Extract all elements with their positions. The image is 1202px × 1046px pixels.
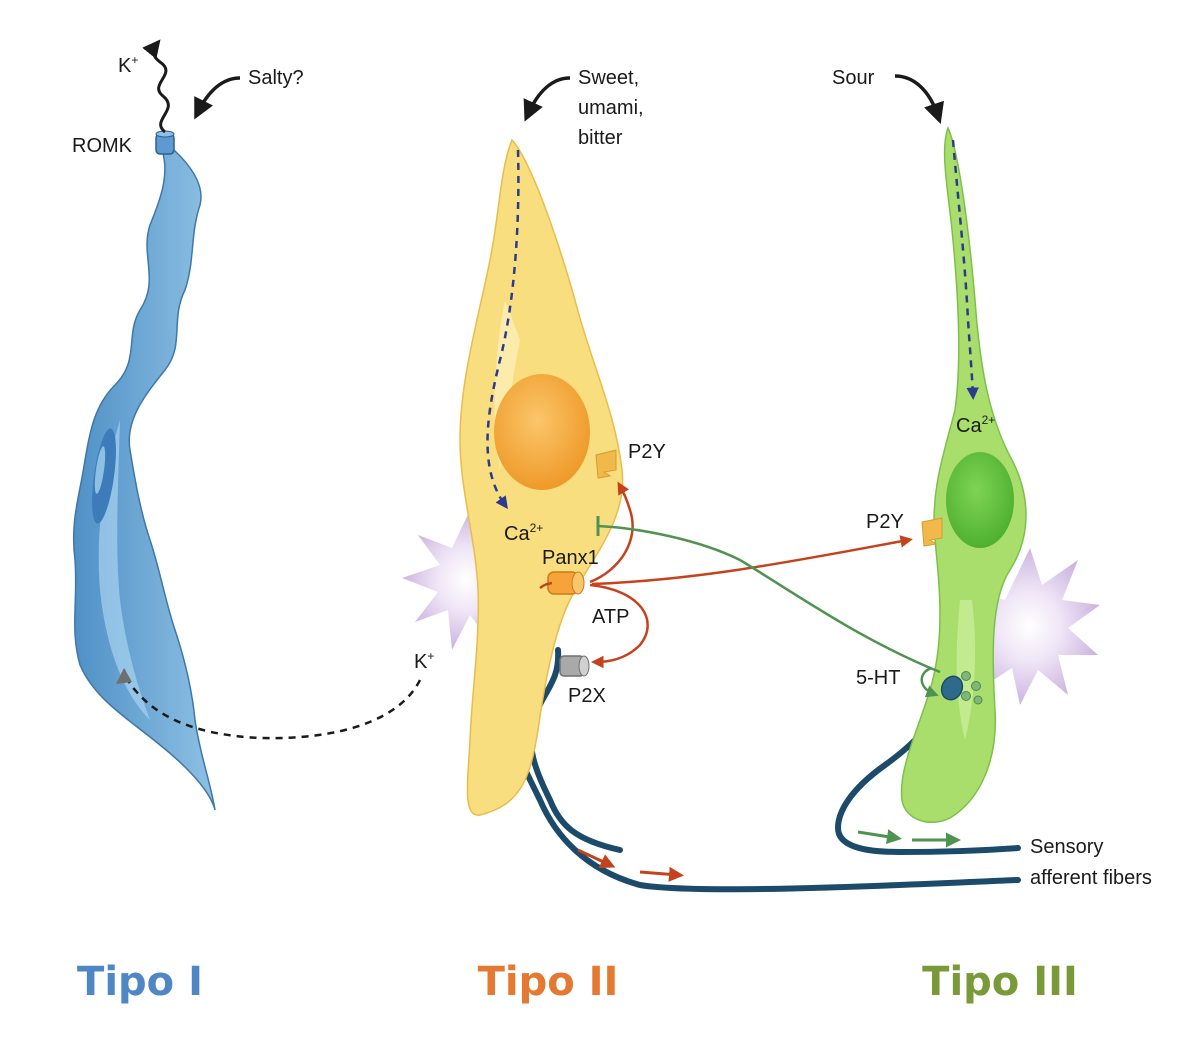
type3-title: Tipo III (922, 959, 1078, 1005)
panx1-atp-stub (539, 581, 553, 589)
serotonin-release-arrow (920, 666, 939, 698)
type3-vesicle (971, 681, 981, 691)
type1-cell-highlight (98, 420, 150, 720)
serotonin-label: 5-HT (856, 667, 900, 689)
type2-stimulus-line3: bitter (578, 127, 623, 149)
type3-vesicle (961, 691, 971, 701)
type3-cell-group: Ca2+ P2Y 5-HT Sour (832, 67, 1027, 823)
k-ion-diffusion-arrowhead (116, 668, 132, 684)
atp-label: ATP (592, 606, 629, 628)
type3-stimulus-label: Sour (832, 67, 875, 89)
romk-label: ROMK (72, 135, 133, 157)
p2x-label: P2X (568, 685, 606, 707)
fibers-label-line1: Sensory (1030, 836, 1103, 858)
type1-cell-group: K+ ROMK Salty? (72, 39, 304, 811)
type2-p2y-receptor-icon (595, 449, 617, 479)
type1-nucleus-highlight (94, 446, 106, 494)
type3-vesicle (961, 671, 971, 681)
type1-title: Tipo I (77, 959, 203, 1005)
type2-p2y-label: P2Y (628, 441, 666, 463)
serotonin-inhibition-line (597, 524, 941, 674)
type2-title: Tipo II (478, 959, 619, 1005)
type2-cell-group: Ca2+ P2Y Panx1 P2X ATP Sweet, umami, bit… (414, 67, 666, 816)
atp-to-type2-p2y-arrow (589, 481, 634, 584)
type2-k-ion-label: K+ (414, 649, 434, 673)
type1-stimulus-arrow (194, 76, 241, 120)
atp-to-p2x-arrow (589, 583, 649, 669)
type1-k-efflux-arrow (142, 39, 170, 134)
type3-nucleus (946, 452, 1014, 548)
type2-stimulus-arrow (523, 76, 571, 122)
panx1-channel-end (571, 571, 585, 595)
type2-nerve-fiber-b (527, 647, 623, 853)
fibers-label-line2: afferent fibers (1030, 867, 1152, 889)
type3-ca-signal-arrow (951, 139, 979, 400)
type1-cell-body (72, 149, 216, 811)
panx1-label: Panx1 (542, 547, 599, 569)
type3-nerve-signal-arrow-1 (857, 829, 902, 845)
type3-calcium-label: Ca2+ (956, 413, 995, 437)
atp-to-type3-p2y-arrow (591, 535, 913, 586)
type1-stimulus-label: Salty? (248, 67, 304, 89)
type3-synapse-terminal (940, 675, 964, 701)
type2-stimulus-line1: Sweet, (578, 67, 639, 89)
paracrine-signal-arrows (539, 481, 961, 882)
type3-p2y-receptor-icon (921, 517, 943, 547)
type2-nerve-signal-arrow-2 (639, 866, 684, 882)
type3-p2y-label: P2Y (866, 511, 904, 533)
type3-vesicle (973, 695, 983, 705)
type1-k-ion-label: K+ (118, 53, 138, 77)
type2-ca-signal-arrow (486, 149, 520, 510)
type2-stimulus-line2: umami, (578, 97, 644, 119)
type1-nucleus (92, 428, 116, 524)
type2-nerve-signal-arrow-1 (577, 848, 616, 868)
type3-stimulus-arrow (894, 74, 944, 124)
type3-cell-highlight (956, 600, 976, 740)
type2-nucleus (494, 374, 590, 490)
k-ion-diffusion-arrow (122, 669, 422, 740)
p2x-receptor-end (578, 655, 590, 677)
type2-calcium-label: Ca2+ (504, 521, 543, 545)
